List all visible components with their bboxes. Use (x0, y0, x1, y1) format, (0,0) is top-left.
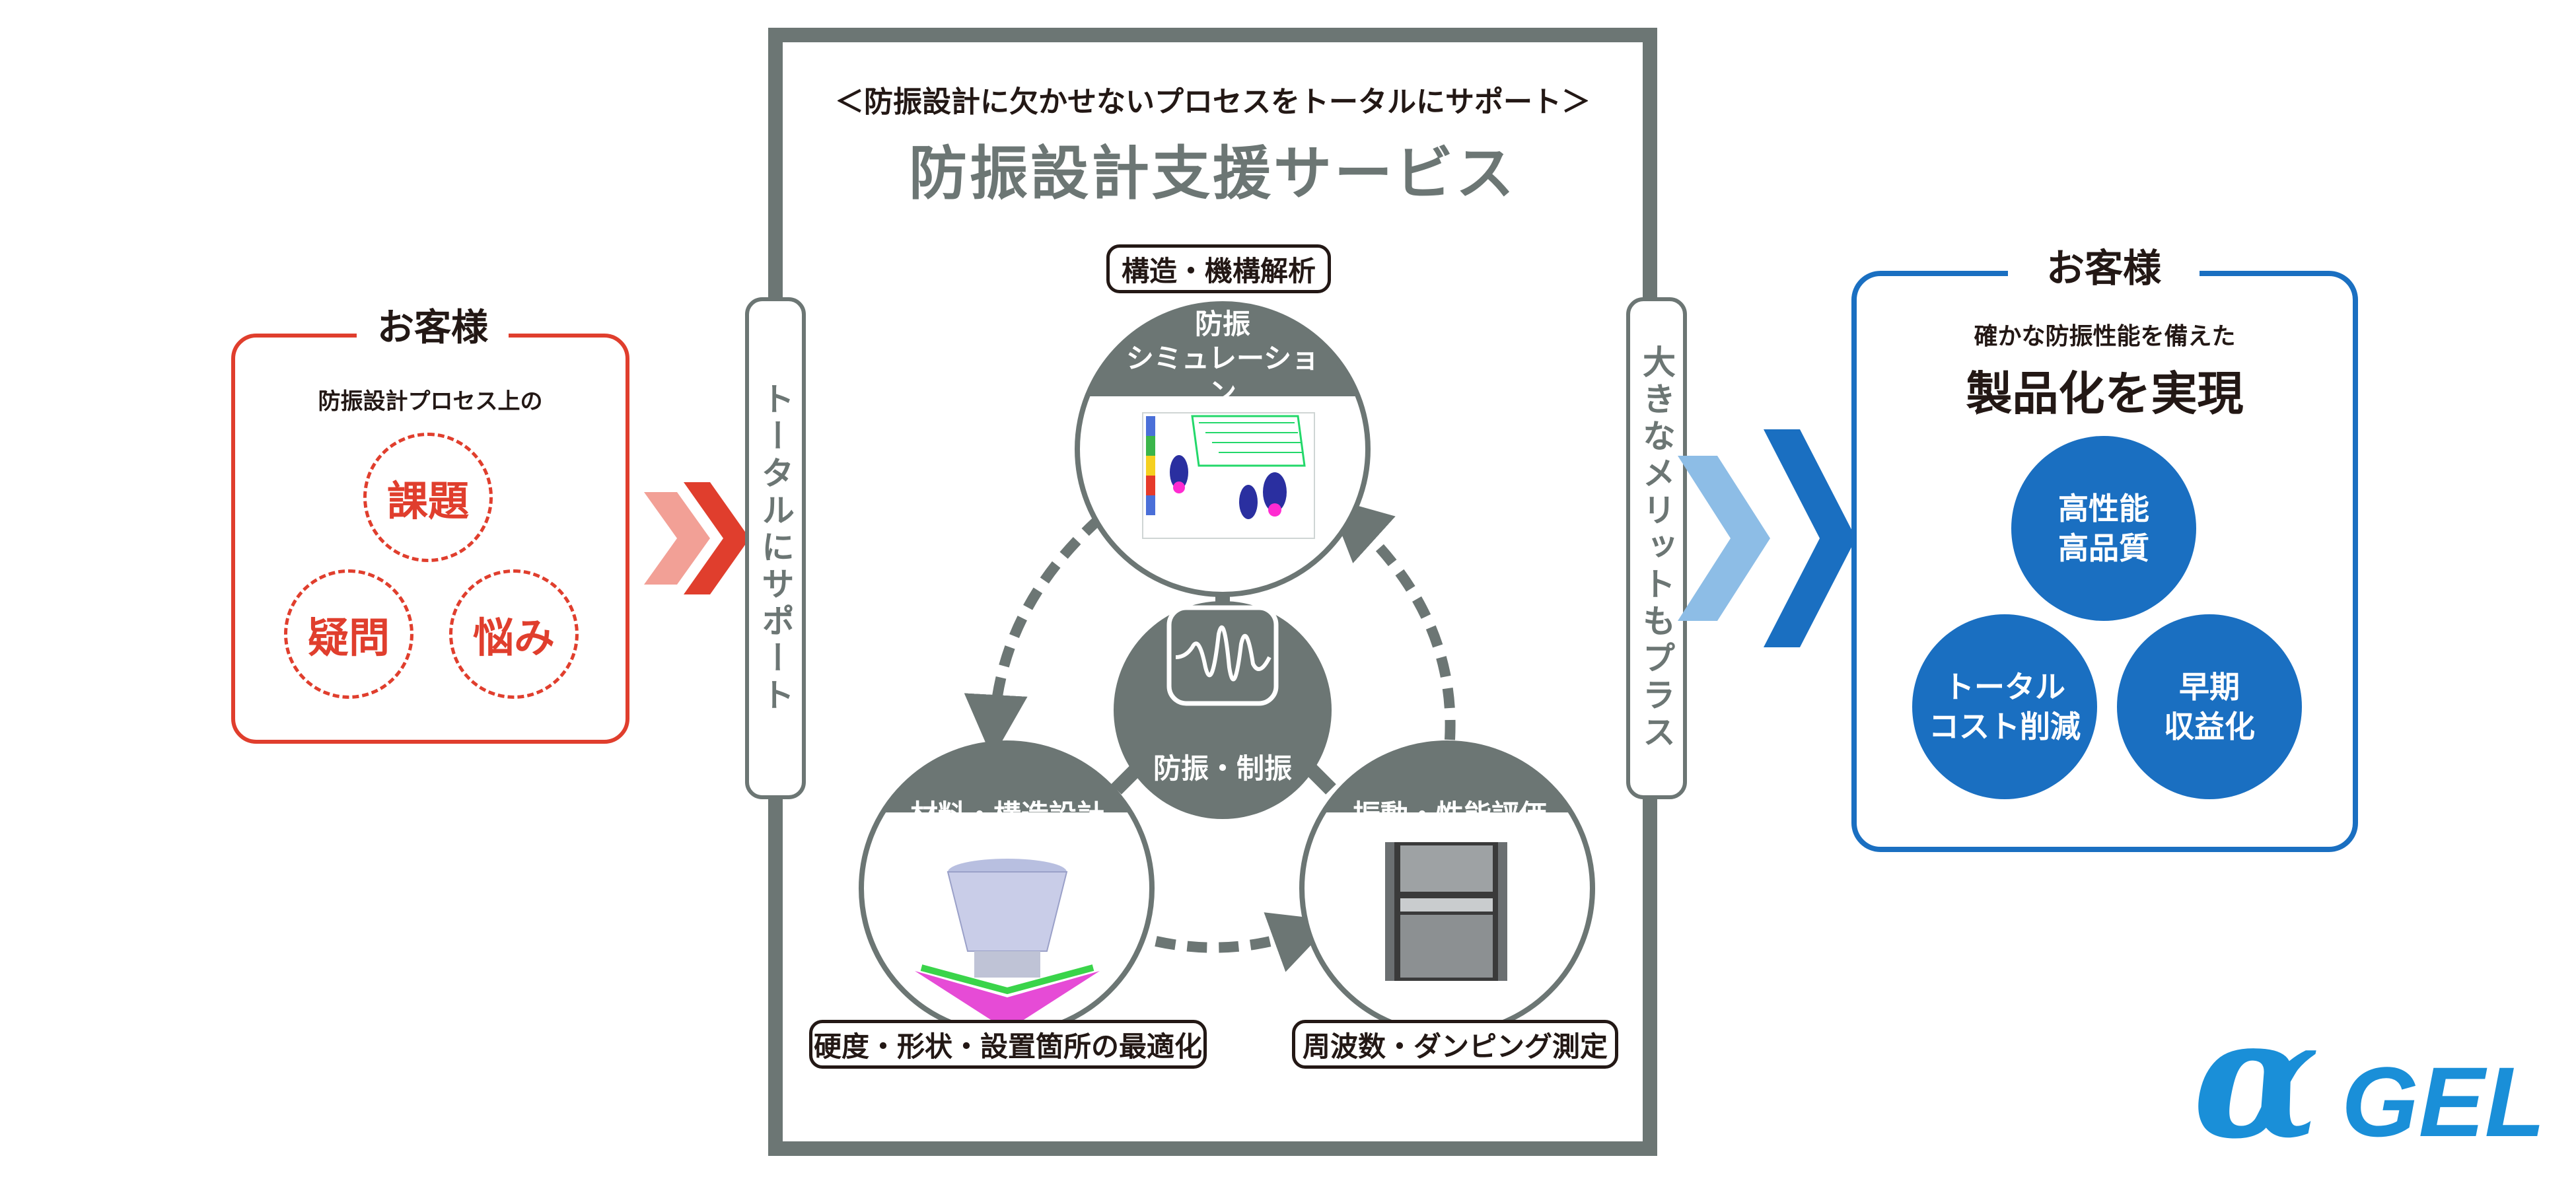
benefit-line: 高性能 (2058, 491, 2149, 526)
benefit-line: 高品質 (2058, 530, 2149, 566)
simulation-header-line2: シミュレーション (1126, 342, 1320, 409)
benefit-circle-quality: 高性能高品質 (2011, 436, 2196, 621)
service-title: 防振設計支援サービス (908, 139, 1517, 207)
optimization-label: 硬度・形状・設置箇所の最適化 (809, 1020, 1207, 1069)
benefit-line: 収益化 (2164, 709, 2255, 744)
total-support-pill: トータルにサポート (745, 297, 806, 799)
customer-issues-subtitle: 防振設計プロセス上の (318, 388, 543, 415)
benefit-line: トータル (1944, 669, 2065, 705)
cycle-arrow-icon (1155, 912, 1335, 972)
logo-graphic: α GEL (2193, 981, 2545, 1175)
benefit-line: 早期 (2179, 669, 2240, 705)
customer-issues-title: お客様 (357, 305, 509, 351)
cycle-arrow-icon (964, 515, 1104, 758)
issue-circle-gimon: 疑問 (284, 569, 413, 699)
benefit-circle-cost: トータルコスト削減 (1912, 614, 2097, 799)
measurement-label: 周波数・ダンピング測定 (1292, 1020, 1618, 1069)
waveform-icon (1166, 605, 1279, 706)
simulation-header: 防振 シミュレーション (1123, 307, 1322, 410)
simulation-circle (1077, 304, 1368, 594)
service-subtitle: ＜防振設計に欠かせないプロセスをトータルにサポート＞ (835, 85, 1591, 119)
core-label: 防振・制振 (1153, 752, 1292, 785)
blue-chevron-arrow-icon (1678, 429, 1856, 647)
logo-alpha: α (2193, 1004, 2320, 1156)
material-design-header: 材料・構造設計 (910, 799, 1104, 831)
benefit-line: コスト削減 (1929, 709, 2081, 744)
simulation-header-line1: 防振 (1194, 308, 1250, 340)
waveform-line (1175, 625, 1271, 682)
customer-benefits-title: お客様 (2008, 240, 2200, 296)
process-cycle-diagram (859, 301, 1595, 1036)
benefit-circle-profit: 早期収益化 (2117, 614, 2302, 799)
logo-gel: GEL (2342, 1046, 2545, 1156)
extra-merit-pill: 大きなメリットもプラス (1626, 297, 1687, 799)
issue-circle-nayami: 悩み (449, 569, 579, 699)
issue-circle-kadai: 課題 (363, 433, 493, 562)
alpha-gel-logo: α GEL (2193, 981, 2550, 1175)
customer-benefits-headline: 製品化を実現 (1966, 367, 2244, 421)
cycle-arrow-icon (1327, 497, 1456, 740)
vibration-eval-header: 振動・性能評価 (1352, 799, 1547, 831)
red-chevron-arrow-icon (644, 482, 750, 594)
customer-benefits-subtitle: 確かな防振性能を備えた (1974, 323, 2236, 350)
structure-analysis-label: 構造・機構解析 (1106, 244, 1331, 293)
